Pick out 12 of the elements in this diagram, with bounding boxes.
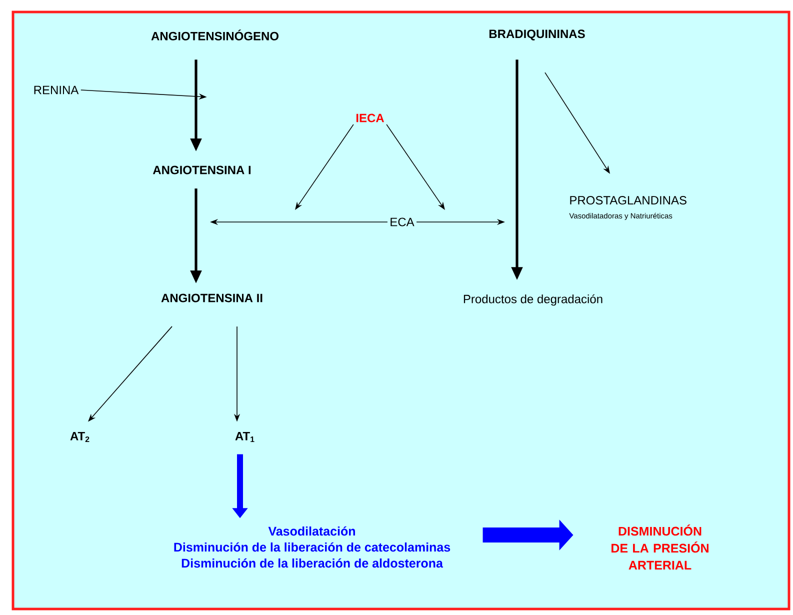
effects-text: Vasodilatación Disminución de la liberación de catecolaminas Disminución de la liberación de aldosterona	[174, 526, 450, 568]
term-label: ANGIOTENSINÓGENO	[151, 30, 278, 40]
term-label: ANGIOTENSINA I	[152, 166, 251, 174]
enzyme-label: ECA	[390, 218, 414, 226]
term-label: ANGIOTENSINA II	[161, 294, 262, 302]
result-text: DISMINUCIÓN DE LA PRESIÓN ARTERIAL	[612, 524, 708, 570]
term-label: Productos de degradación	[464, 294, 602, 306]
enzyme-label: RENINA	[34, 86, 79, 94]
term-label: BRADIQUININAS	[489, 30, 585, 40]
inhibitor-label: IECA	[356, 114, 384, 122]
receptor-label: AT$_{2}$	[70, 432, 90, 442]
receptor-label: AT$_{1}$	[235, 432, 254, 442]
